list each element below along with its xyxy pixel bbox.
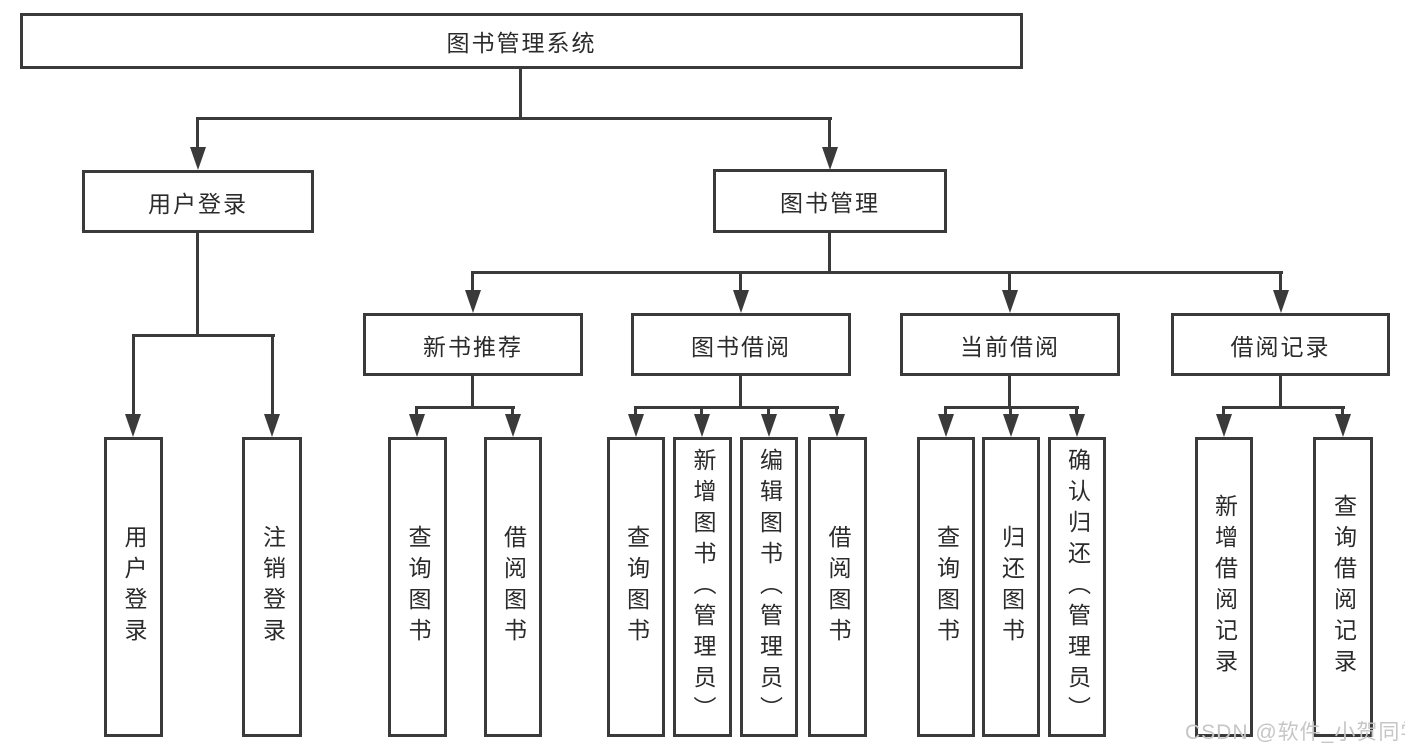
node-new-book-recommend: 新书推荐 (363, 313, 583, 376)
arrow-down-icon (1216, 414, 1232, 437)
connector-borrow-record-split (1222, 406, 1345, 409)
leaf-bb-query-book-label: 查询图书 (623, 525, 650, 649)
connector-stem (634, 406, 637, 416)
node-root-label: 图书管理系统 (446, 30, 597, 56)
node-book-management: 图书管理 (713, 169, 947, 233)
connector-stem (1009, 406, 1012, 416)
connector-user-login-split (132, 334, 275, 337)
arrow-down-icon (465, 290, 481, 313)
arrow-down-icon (1003, 414, 1019, 437)
node-root: 图书管理系统 (20, 13, 1023, 69)
connector-stem (944, 406, 947, 416)
connector-stem-borrow-record (1279, 271, 1282, 292)
connector-level2-split (196, 117, 832, 120)
node-current-borrow: 当前借阅 (900, 313, 1120, 376)
leaf-nr-query-book: 查询图书 (388, 437, 447, 737)
node-new-book-recommend-label: 新书推荐 (423, 333, 523, 360)
leaf-bb-edit-book: 编辑图书（管理员） (740, 437, 798, 737)
arrow-down-icon (822, 147, 838, 170)
connector-stem-new-book (471, 271, 474, 292)
arrow-down-icon (733, 290, 749, 313)
arrow-down-icon (125, 414, 141, 437)
leaf-br-add-record-label: 新增借阅记录 (1211, 494, 1238, 680)
connector-root-drop (519, 69, 522, 119)
leaf-logout: 注销登录 (242, 437, 302, 737)
leaf-bb-borrow-book-label: 借阅图书 (825, 525, 851, 649)
leaf-br-add-record: 新增借阅记录 (1195, 437, 1253, 737)
connector-stem-leaf-login (132, 334, 135, 416)
connector-stem-book-borrow (739, 271, 742, 292)
leaf-cb-confirm-return-label: 确认归还（管理员） (1064, 447, 1091, 727)
leaf-nr-borrow-book: 借阅图书 (484, 437, 542, 737)
connector-book-borrow-split (634, 406, 839, 409)
connector-stem-leaf-logout (271, 334, 274, 416)
leaf-cb-return-book: 归还图书 (982, 437, 1040, 737)
leaf-user-login: 用户登录 (104, 437, 163, 737)
connector-stem (511, 406, 514, 416)
connector-stem-current-borrow (1008, 271, 1011, 292)
node-user-login: 用户登录 (82, 170, 314, 233)
arrow-down-icon (1335, 414, 1351, 437)
node-book-management-label: 图书管理 (780, 190, 880, 216)
connector-current-borrow-drop (1008, 376, 1011, 408)
connector-stem-book-management (828, 117, 831, 149)
connector-book-borrow-drop (739, 376, 742, 408)
csdn-watermark: CSDN @软件_小贺同学 (1185, 721, 1405, 744)
arrow-down-icon (1273, 290, 1289, 313)
connector-stem (767, 406, 770, 416)
arrow-down-icon (409, 414, 425, 437)
arrow-down-icon (1002, 290, 1018, 313)
leaf-logout-label: 注销登录 (259, 525, 286, 649)
connector-stem-user-login (196, 117, 199, 149)
leaf-bb-edit-book-label: 编辑图书（管理员） (756, 447, 783, 727)
connector-stem (835, 406, 838, 416)
arrow-down-icon (829, 414, 845, 437)
leaf-br-query-record: 查询借阅记录 (1313, 437, 1373, 737)
leaf-cb-confirm-return: 确认归还（管理员） (1048, 437, 1106, 737)
leaf-user-login-label: 用户登录 (121, 525, 147, 649)
connector-stem (1222, 406, 1225, 416)
leaf-cb-query-book-label: 查询图书 (933, 525, 960, 649)
arrow-down-icon (628, 414, 644, 437)
arrow-down-icon (938, 414, 954, 437)
node-current-borrow-label: 当前借阅 (960, 333, 1060, 360)
arrow-down-icon (761, 414, 777, 437)
connector-level3-split (471, 271, 1283, 274)
connector-new-book-drop (471, 376, 474, 408)
arrow-down-icon (505, 414, 521, 437)
connector-user-login-drop (196, 233, 199, 336)
arrow-down-icon (264, 414, 280, 437)
node-user-login-label: 用户登录 (148, 190, 248, 217)
node-borrow-record: 借阅记录 (1171, 313, 1390, 376)
leaf-bb-add-book-label: 新增图书（管理员） (690, 447, 716, 727)
connector-stem (700, 406, 703, 416)
arrow-down-icon (694, 414, 710, 437)
leaf-bb-query-book: 查询图书 (607, 437, 665, 737)
arrow-down-icon (1069, 414, 1085, 437)
connector-stem (1075, 406, 1078, 416)
node-book-borrow: 图书借阅 (631, 313, 851, 376)
leaf-cb-query-book: 查询图书 (917, 437, 975, 737)
leaf-bb-borrow-book: 借阅图书 (808, 437, 867, 737)
connector-borrow-record-drop (1279, 376, 1282, 408)
connector-book-management-drop (828, 233, 831, 273)
node-book-borrow-label: 图书借阅 (691, 333, 791, 360)
node-borrow-record-label: 借阅记录 (1230, 333, 1331, 360)
connector-stem (415, 406, 418, 416)
leaf-nr-query-book-label: 查询图书 (405, 525, 431, 649)
leaf-nr-borrow-book-label: 借阅图书 (500, 525, 527, 649)
connector-new-book-split (415, 406, 515, 409)
arrow-down-icon (190, 147, 206, 170)
leaf-bb-add-book: 新增图书（管理员） (673, 437, 732, 737)
connector-stem (1341, 406, 1344, 416)
leaf-br-query-record-label: 查询借阅记录 (1330, 494, 1357, 680)
leaf-cb-return-book-label: 归还图书 (998, 525, 1025, 649)
